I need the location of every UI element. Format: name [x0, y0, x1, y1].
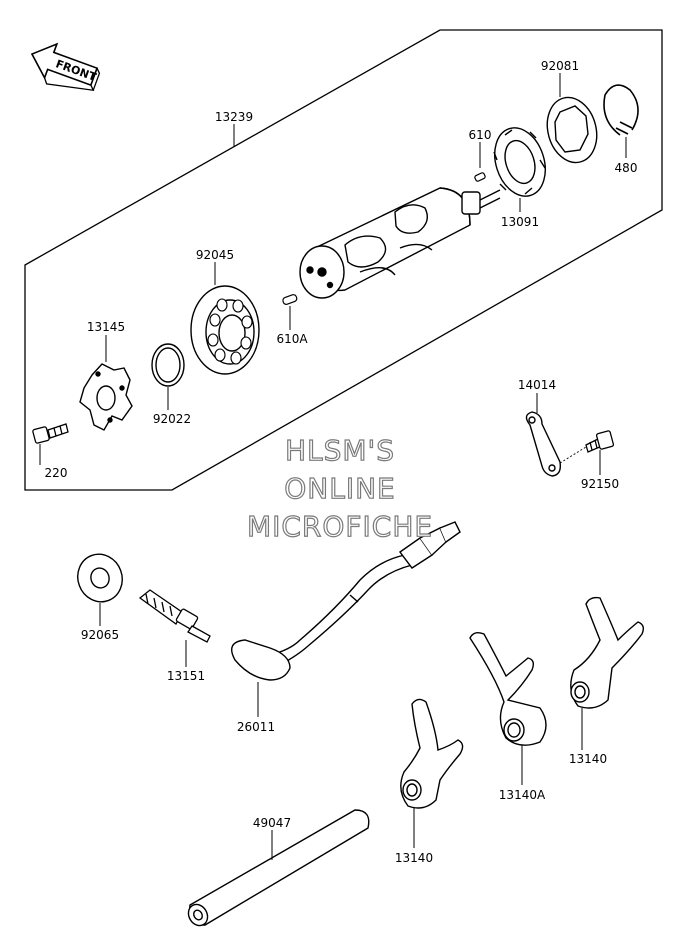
label-92081: 92081 [541, 59, 579, 73]
fork-13140-right [570, 596, 645, 709]
lead-wire-26011 [231, 521, 461, 681]
label-13239: 13239 [215, 110, 253, 124]
label-13091: 13091 [501, 215, 539, 229]
plate-13091 [493, 127, 546, 197]
watermark-line2: ONLINE [284, 472, 395, 505]
label-92065: 92065 [81, 628, 119, 642]
bolt-220 [32, 423, 69, 444]
pin-610 [474, 172, 486, 182]
watermark-line3: MICROFICHE [247, 510, 433, 543]
label-49047: 49047 [253, 816, 291, 830]
label-610: 610 [469, 128, 492, 142]
shaft-49047 [187, 809, 370, 927]
label-13140a: 13140A [499, 788, 546, 802]
washer-92065 [77, 553, 123, 603]
pin-610a [282, 294, 298, 305]
fork-13140a [469, 631, 547, 746]
switch-13151 [138, 589, 211, 643]
label-92150: 92150 [581, 477, 619, 491]
label-480: 480 [615, 161, 638, 175]
front-arrow-icon: FRONT [30, 42, 101, 92]
assembly-outline [24, 29, 663, 491]
circlip-480 [603, 84, 639, 136]
label-92022: 92022 [153, 412, 191, 426]
link-14014 [525, 411, 562, 477]
fork-13140-bottom [400, 698, 464, 809]
label-610a: 610A [276, 332, 308, 346]
label-13140-bottom: 13140 [395, 851, 433, 865]
gear-13145 [79, 363, 133, 431]
label-13145: 13145 [87, 320, 125, 334]
bearing-92045 [190, 285, 260, 375]
plate-92081 [546, 96, 598, 164]
label-26011: 26011 [237, 720, 275, 734]
label-13151: 13151 [167, 669, 205, 683]
bolt-92150 [585, 430, 615, 453]
watermark-line1: HLSM'S [285, 434, 395, 467]
label-92045: 92045 [196, 248, 234, 262]
label-14014: 14014 [518, 378, 556, 392]
shift-drum [299, 187, 501, 299]
label-13140-right: 13140 [569, 752, 607, 766]
label-220: 220 [45, 466, 68, 480]
ring-92022 [151, 343, 185, 387]
link-bolt-guide [559, 446, 587, 464]
